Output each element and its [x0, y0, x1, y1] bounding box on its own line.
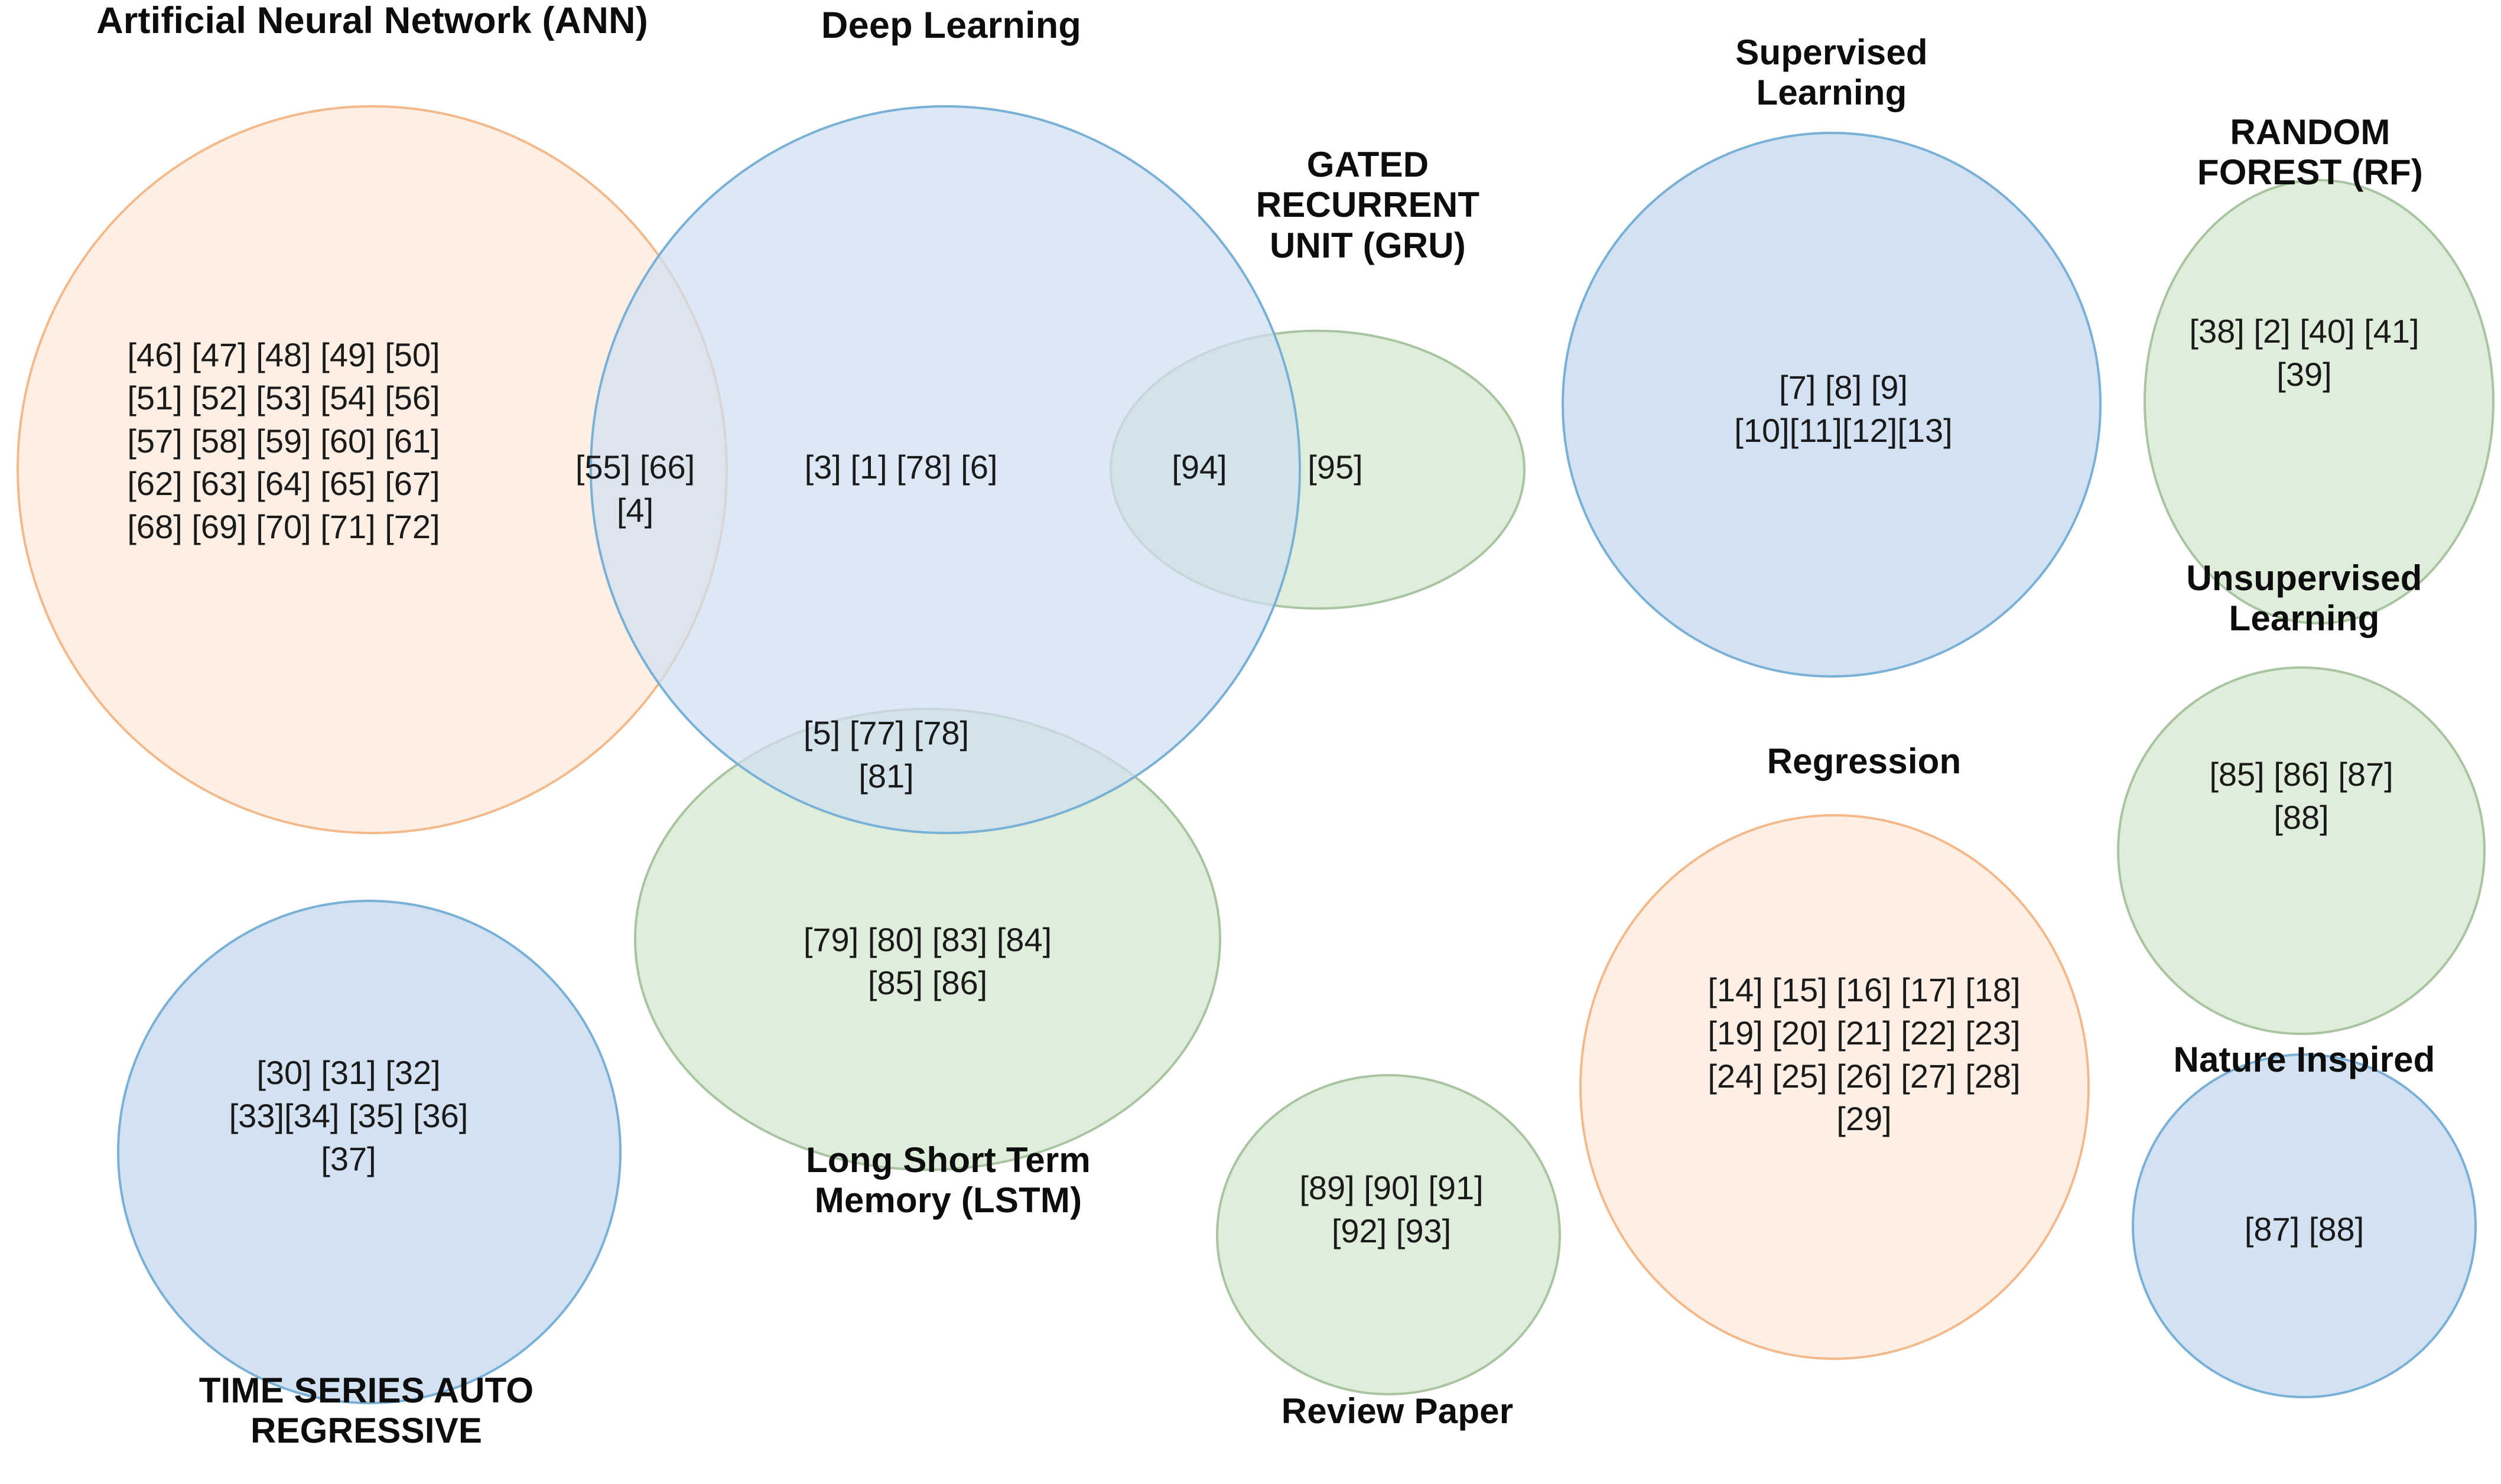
region-refs-deep-learning-lstm: [5] [77] [78] [81] — [803, 714, 970, 795]
region-refs-deep-learning-gru: [94] — [1172, 448, 1227, 486]
set-label-nature-inspired: Nature Inspired — [2173, 1040, 2435, 1079]
region-refs-gru-only: [95] — [1308, 448, 1363, 486]
set-label-supervised-learning: Supervised Learning — [1735, 32, 1928, 113]
set-circle-time-series[interactable] — [117, 900, 622, 1404]
set-label-random-forest: RANDOM FOREST (RF) — [2197, 112, 2424, 193]
region-refs-lstm-only: [79] [80] [83] [84] [85] [86] — [803, 921, 1052, 1001]
region-refs-time-series-only: [30] [31] [32] [33][34] [35] [36] [37] — [229, 1054, 469, 1177]
region-refs-regression-only: [14] [15] [16] [17] [18] [19] [20] [21] … — [1708, 971, 2021, 1138]
region-refs-review-paper-only: [89] [90] [91] [92] [93] — [1299, 1169, 1484, 1249]
region-refs-deep-learning-only: [3] [1] [78] [6] — [804, 448, 998, 486]
set-circle-unsupervised-learning[interactable] — [2117, 666, 2486, 1035]
region-refs-ann-only: [46] [47] [48] [49] [50] [51] [52] [53] … — [127, 336, 440, 546]
region-refs-supervised-learning-only: [7] [8] [9] [10][11][12][13] — [1734, 369, 1953, 449]
region-refs-nature-inspired-only: [87] [88] — [2244, 1210, 2365, 1248]
set-circle-nature-inspired[interactable] — [2132, 1053, 2477, 1398]
set-circle-review-paper[interactable] — [1216, 1074, 1561, 1395]
set-label-time-series: TIME SERIES AUTO REGRESSIVE — [199, 1371, 534, 1451]
set-label-unsupervised-learning: Unsupervised Learning — [2186, 558, 2422, 639]
set-circle-random-forest[interactable] — [2144, 179, 2495, 624]
set-circle-regression[interactable] — [1579, 814, 2090, 1360]
set-label-deep-learning: Deep Learning — [821, 5, 1082, 46]
set-label-lstm: Long Short Term Memory (LSTM) — [806, 1140, 1091, 1221]
set-circle-deep-learning[interactable] — [590, 105, 1301, 834]
region-refs-random-forest-only: [38] [2] [40] [41] [39] — [2189, 313, 2419, 393]
set-label-review-paper: Review Paper — [1281, 1391, 1514, 1431]
region-refs-ann-deep-learning: [55] [66] [4] — [575, 448, 695, 529]
set-label-regression: Regression — [1767, 741, 1962, 781]
set-circle-supervised-learning[interactable] — [1562, 132, 2102, 678]
set-label-ann: Artificial Neural Network (ANN) — [96, 0, 648, 41]
set-label-gru: GATED RECURRENT UNIT (GRU) — [1256, 145, 1480, 265]
region-refs-unsupervised-learning-only: [85] [86] [87] [88] — [2209, 756, 2393, 836]
